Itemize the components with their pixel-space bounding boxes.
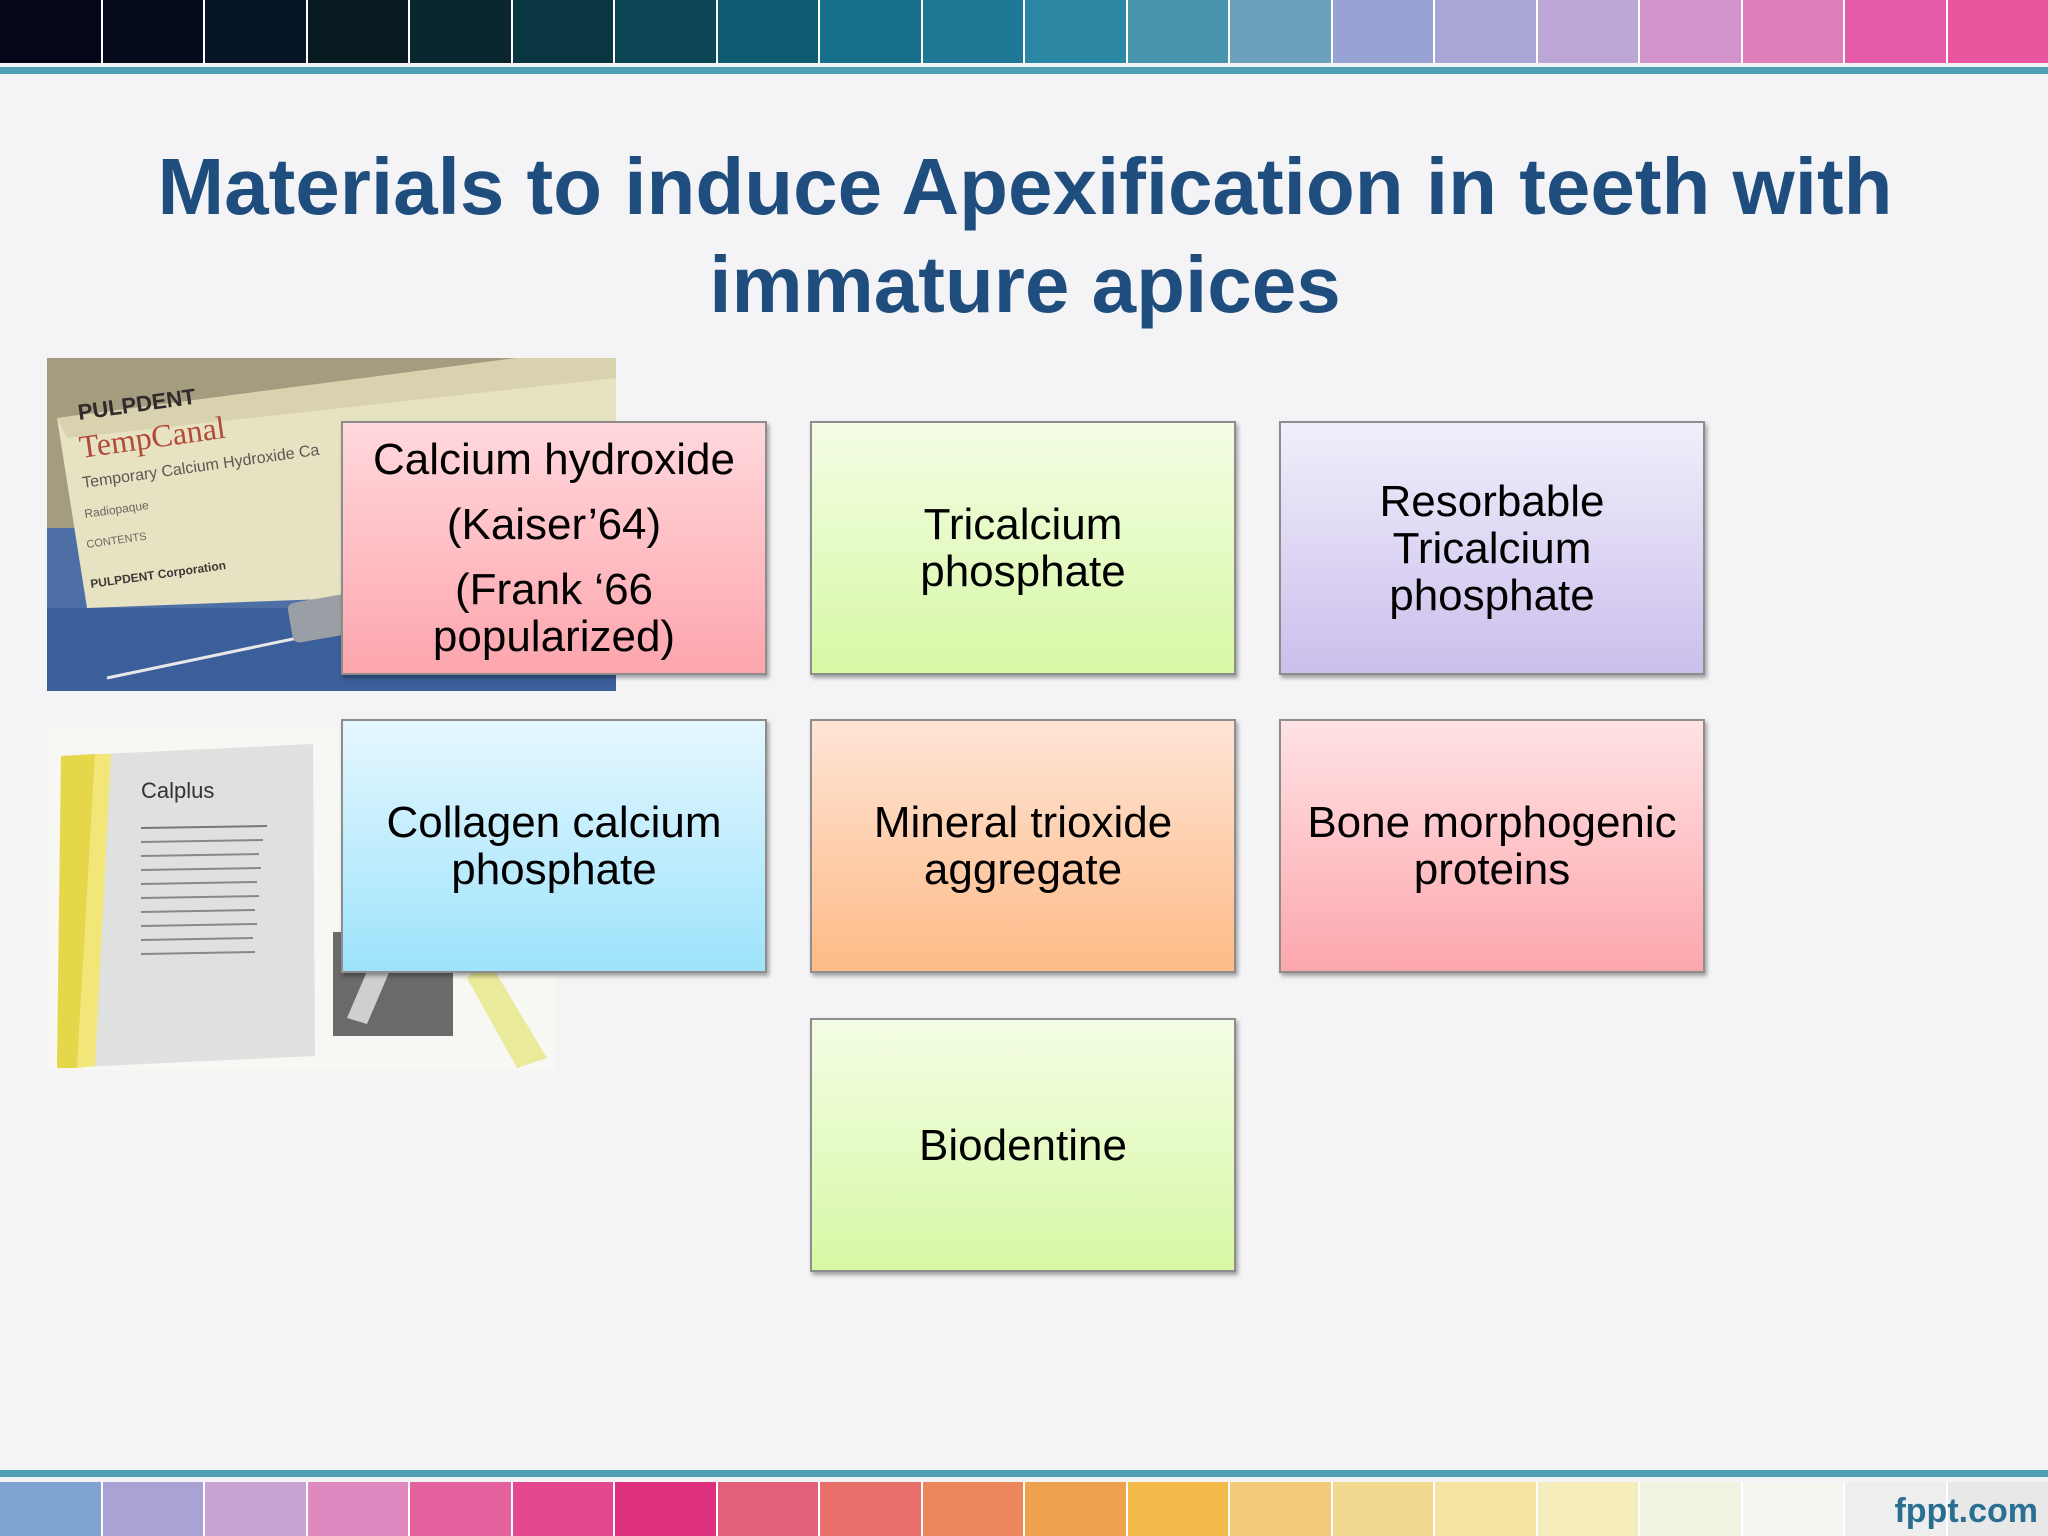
color-stripe-swatch <box>0 0 103 63</box>
color-stripe-swatch <box>1640 0 1743 63</box>
top-divider-rule <box>0 67 2048 74</box>
box-text-line: aggregate <box>923 845 1123 894</box>
calplus-product-name: Calplus <box>141 778 214 803</box>
color-stripe-swatch <box>512 0 615 63</box>
color-stripe-swatch <box>1742 0 1845 63</box>
box-text-line: proteins <box>1413 845 1571 894</box>
box-resorbable-tricalcium-phosphate: Resorbable Tricalcium phosphate <box>1279 421 1705 675</box>
color-stripe-swatch <box>820 0 923 63</box>
box-text-line: phosphate <box>1389 570 1595 620</box>
color-stripe-swatch <box>102 0 205 63</box>
color-stripe-swatch <box>410 1482 513 1536</box>
color-stripe-swatch <box>1640 1482 1743 1536</box>
box-text-line: (Frank ‘66 <box>454 565 654 614</box>
color-stripe-swatch <box>1230 0 1333 63</box>
box-text-line: Resorbable <box>1379 476 1605 526</box>
color-stripe-swatch <box>1025 0 1128 63</box>
box-text-line: Mineral trioxide <box>873 798 1173 847</box>
box-text-line: Bone morphogenic <box>1307 798 1677 847</box>
color-stripe-swatch <box>1845 0 1948 63</box>
color-stripe-swatch <box>205 1482 308 1536</box>
color-stripe-swatch <box>1127 1482 1230 1536</box>
color-stripe-swatch <box>205 0 308 63</box>
color-stripe-swatch <box>1332 0 1435 63</box>
box-text-line: Calcium hydroxide <box>373 435 735 484</box>
color-stripe-swatch <box>1845 1482 1948 1536</box>
color-stripe-swatch <box>1332 1482 1435 1536</box>
box-text-line: Tricalcium <box>923 500 1123 549</box>
color-stripe-swatch <box>0 1482 103 1536</box>
bottom-divider-rule <box>0 1470 2048 1477</box>
color-stripe-swatch <box>1537 0 1640 63</box>
color-stripe-swatch <box>307 0 410 63</box>
color-stripe-swatch <box>512 1482 615 1536</box>
color-stripe-swatch <box>1435 1482 1538 1536</box>
box-calcium-hydroxide: Calcium hydroxide (Kaiser’64) (Frank ‘66… <box>341 421 767 675</box>
box-mineral-trioxide-aggregate: Mineral trioxide aggregate <box>810 719 1236 973</box>
color-stripe-swatch <box>1127 0 1230 63</box>
color-stripe-swatch <box>1025 1482 1128 1536</box>
bottom-color-stripes <box>0 1482 2048 1536</box>
color-stripe-swatch <box>717 0 820 63</box>
site-credit: fppt.com <box>1894 1492 2038 1530</box>
color-stripe-swatch <box>1947 1482 2048 1536</box>
box-text-line: phosphate <box>451 845 657 894</box>
color-stripe-swatch <box>410 0 513 63</box>
color-stripe-swatch <box>615 1482 718 1536</box>
box-text-line: Biodentine <box>919 1120 1127 1170</box>
box-text-line: Collagen calcium <box>386 798 722 847</box>
slide-title: Materials to induce Apexification in tee… <box>157 142 1893 329</box>
color-stripe-swatch <box>1435 0 1538 63</box>
color-stripe-swatch <box>820 1482 923 1536</box>
box-text-line: Tricalcium <box>1392 523 1592 573</box>
color-stripe-swatch <box>922 1482 1025 1536</box>
box-collagen-calcium-phosphate: Collagen calcium phosphate <box>341 719 767 973</box>
top-color-stripes <box>0 0 2048 63</box>
color-stripe-swatch <box>102 1482 205 1536</box>
box-text-line: phosphate <box>920 547 1126 596</box>
box-text-line: (Kaiser’64) <box>446 500 662 549</box>
color-stripe-swatch <box>1742 1482 1845 1536</box>
color-stripe-swatch <box>1537 1482 1640 1536</box>
box-biodentine: Biodentine <box>810 1018 1236 1272</box>
color-stripe-swatch <box>1230 1482 1333 1536</box>
box-text-line: popularized) <box>432 612 676 661</box>
box-bone-morphogenic-proteins: Bone morphogenic proteins <box>1279 719 1705 973</box>
color-stripe-swatch <box>1947 0 2048 63</box>
color-stripe-swatch <box>615 0 718 63</box>
color-stripe-swatch <box>307 1482 410 1536</box>
color-stripe-swatch <box>717 1482 820 1536</box>
box-tricalcium-phosphate: Tricalcium phosphate <box>810 421 1236 675</box>
color-stripe-swatch <box>922 0 1025 63</box>
